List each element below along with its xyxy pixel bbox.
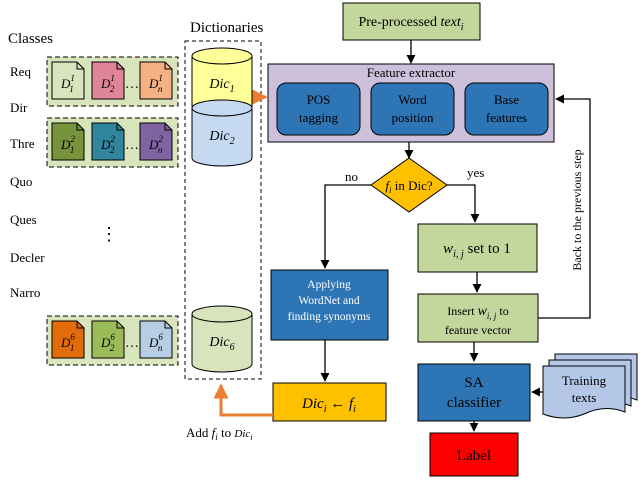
dic-update-box [272, 382, 387, 422]
preprocessed-label: Pre-processed texti [358, 15, 463, 33]
wordnet-box [270, 269, 389, 341]
class-item: Thre [10, 136, 35, 151]
class-item: Quo [10, 174, 32, 189]
feature-box-label: features [486, 110, 527, 125]
dictionary-label: Dic1 [208, 77, 234, 95]
arrow-no [320, 184, 371, 269]
classes-title: Classes [8, 31, 53, 47]
feature-box [370, 82, 455, 136]
document-fold [116, 62, 124, 70]
dictionaries-title: Dictionaries [190, 20, 263, 36]
classifier-line2: classifier [447, 395, 501, 411]
dictionary-cylinder-top [191, 99, 253, 117]
wordnet-line3: finding synonyms [288, 311, 371, 323]
class-item: Dir [10, 100, 28, 115]
dictionaries-box [184, 40, 262, 380]
class-item: Req [10, 64, 31, 79]
set-weight-box [417, 223, 538, 273]
class-item: Decler [10, 250, 45, 265]
document-icon [139, 320, 173, 359]
label-text: Label [457, 448, 491, 464]
document-icon [91, 61, 125, 100]
back-loop-arrow [538, 94, 591, 319]
feature-box-label: Word [398, 92, 427, 107]
doc-dots: … [125, 138, 139, 153]
dictionary-cylinder [191, 313, 253, 373]
doc-dots: … [125, 77, 139, 92]
dictionary-label: Dic6 [208, 335, 234, 353]
feature-extractor-title: Feature extractor [367, 65, 456, 80]
feature-box [276, 82, 361, 136]
decision-label: fi in Dic? [385, 178, 433, 195]
document-fold [164, 62, 172, 70]
preprocessed-box [342, 2, 481, 41]
wordnet-line2: WordNet and [298, 295, 360, 307]
class-item: Narro [10, 285, 40, 300]
training-texts [542, 353, 638, 419]
training-line1: Training [562, 373, 607, 388]
arrow-yes [447, 184, 480, 223]
feature-box-label: position [392, 110, 434, 125]
dictionary-cylinder-top [191, 47, 253, 65]
set-weight-label: wi, j set to 1 [443, 241, 511, 260]
add-label: Add fi to Dici [186, 425, 253, 442]
document-icon [51, 122, 85, 161]
wordnet-line1: Applying [307, 279, 351, 291]
insert-feature-line1: Insert wi, j to [447, 304, 509, 321]
dictionary-cylinder-top [191, 305, 253, 323]
insert-feature-box [417, 293, 539, 343]
feature-box [464, 82, 549, 136]
class-item: Ques [10, 212, 37, 227]
document-icon [139, 61, 173, 100]
sa-classifier-box [417, 363, 531, 422]
document-fold [164, 123, 172, 131]
classes-ellipsis: ⋮ [100, 224, 118, 244]
document-icon [51, 320, 85, 359]
insert-feature-line2: feature vector [445, 323, 511, 337]
label-box [429, 432, 519, 477]
feature-box-label: Base [494, 92, 520, 107]
classifier-line1: SA [464, 375, 483, 391]
feature-boxes: POS tagging Word position Base features [276, 82, 549, 136]
document-icon [51, 61, 85, 100]
decision-diamond [370, 157, 448, 213]
training-line2: texts [572, 390, 597, 405]
doc-dots: … [125, 336, 139, 351]
dictionary-label: Dic2 [208, 129, 234, 147]
dictionary-cylinder [191, 107, 253, 167]
document-fold [116, 123, 124, 131]
add-to-dic-arrow [213, 383, 273, 417]
document-fold [164, 321, 172, 329]
document-fold [116, 321, 124, 329]
decision-yes: yes [467, 165, 484, 180]
document-fold [76, 123, 84, 131]
feature-box-label: POS [307, 92, 331, 107]
document-icon [91, 122, 125, 161]
decision-no: no [345, 169, 358, 184]
back-label: Back to the previous step [570, 149, 584, 270]
dic-update-label: Dici ← fi [301, 396, 356, 415]
document-fold [76, 62, 84, 70]
feature-box-label: tagging [299, 110, 338, 125]
document-fold [76, 321, 84, 329]
document-icon [139, 122, 173, 161]
document-icon [91, 320, 125, 359]
